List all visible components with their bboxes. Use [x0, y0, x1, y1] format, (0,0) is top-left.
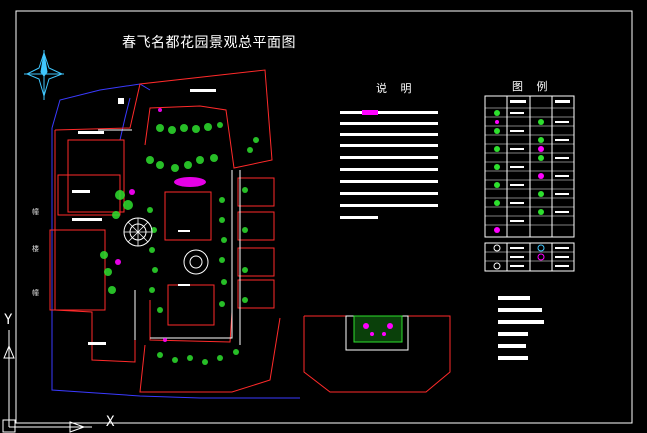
notes-heading: 说 明 [376, 82, 417, 95]
site-plan [49, 69, 300, 399]
detail-plan [303, 315, 451, 393]
ucs-axis-icon [2, 330, 92, 433]
north-arrow-icon [24, 50, 64, 100]
notes-lines [340, 110, 438, 219]
drawing-border [15, 10, 633, 424]
ucs-x-label: X [106, 414, 115, 430]
side-mark-3: 幢 [32, 289, 39, 297]
ucs-y-label: Y [4, 312, 13, 328]
legend-heading: 图 例 [512, 80, 553, 93]
side-mark-1: 幢 [32, 208, 39, 216]
drawing-info-lines [498, 296, 544, 360]
side-mark-2: 楼 [32, 245, 39, 253]
legend-table [484, 95, 575, 272]
drawing-title: 春飞名都花园景观总平面图 [122, 35, 296, 51]
